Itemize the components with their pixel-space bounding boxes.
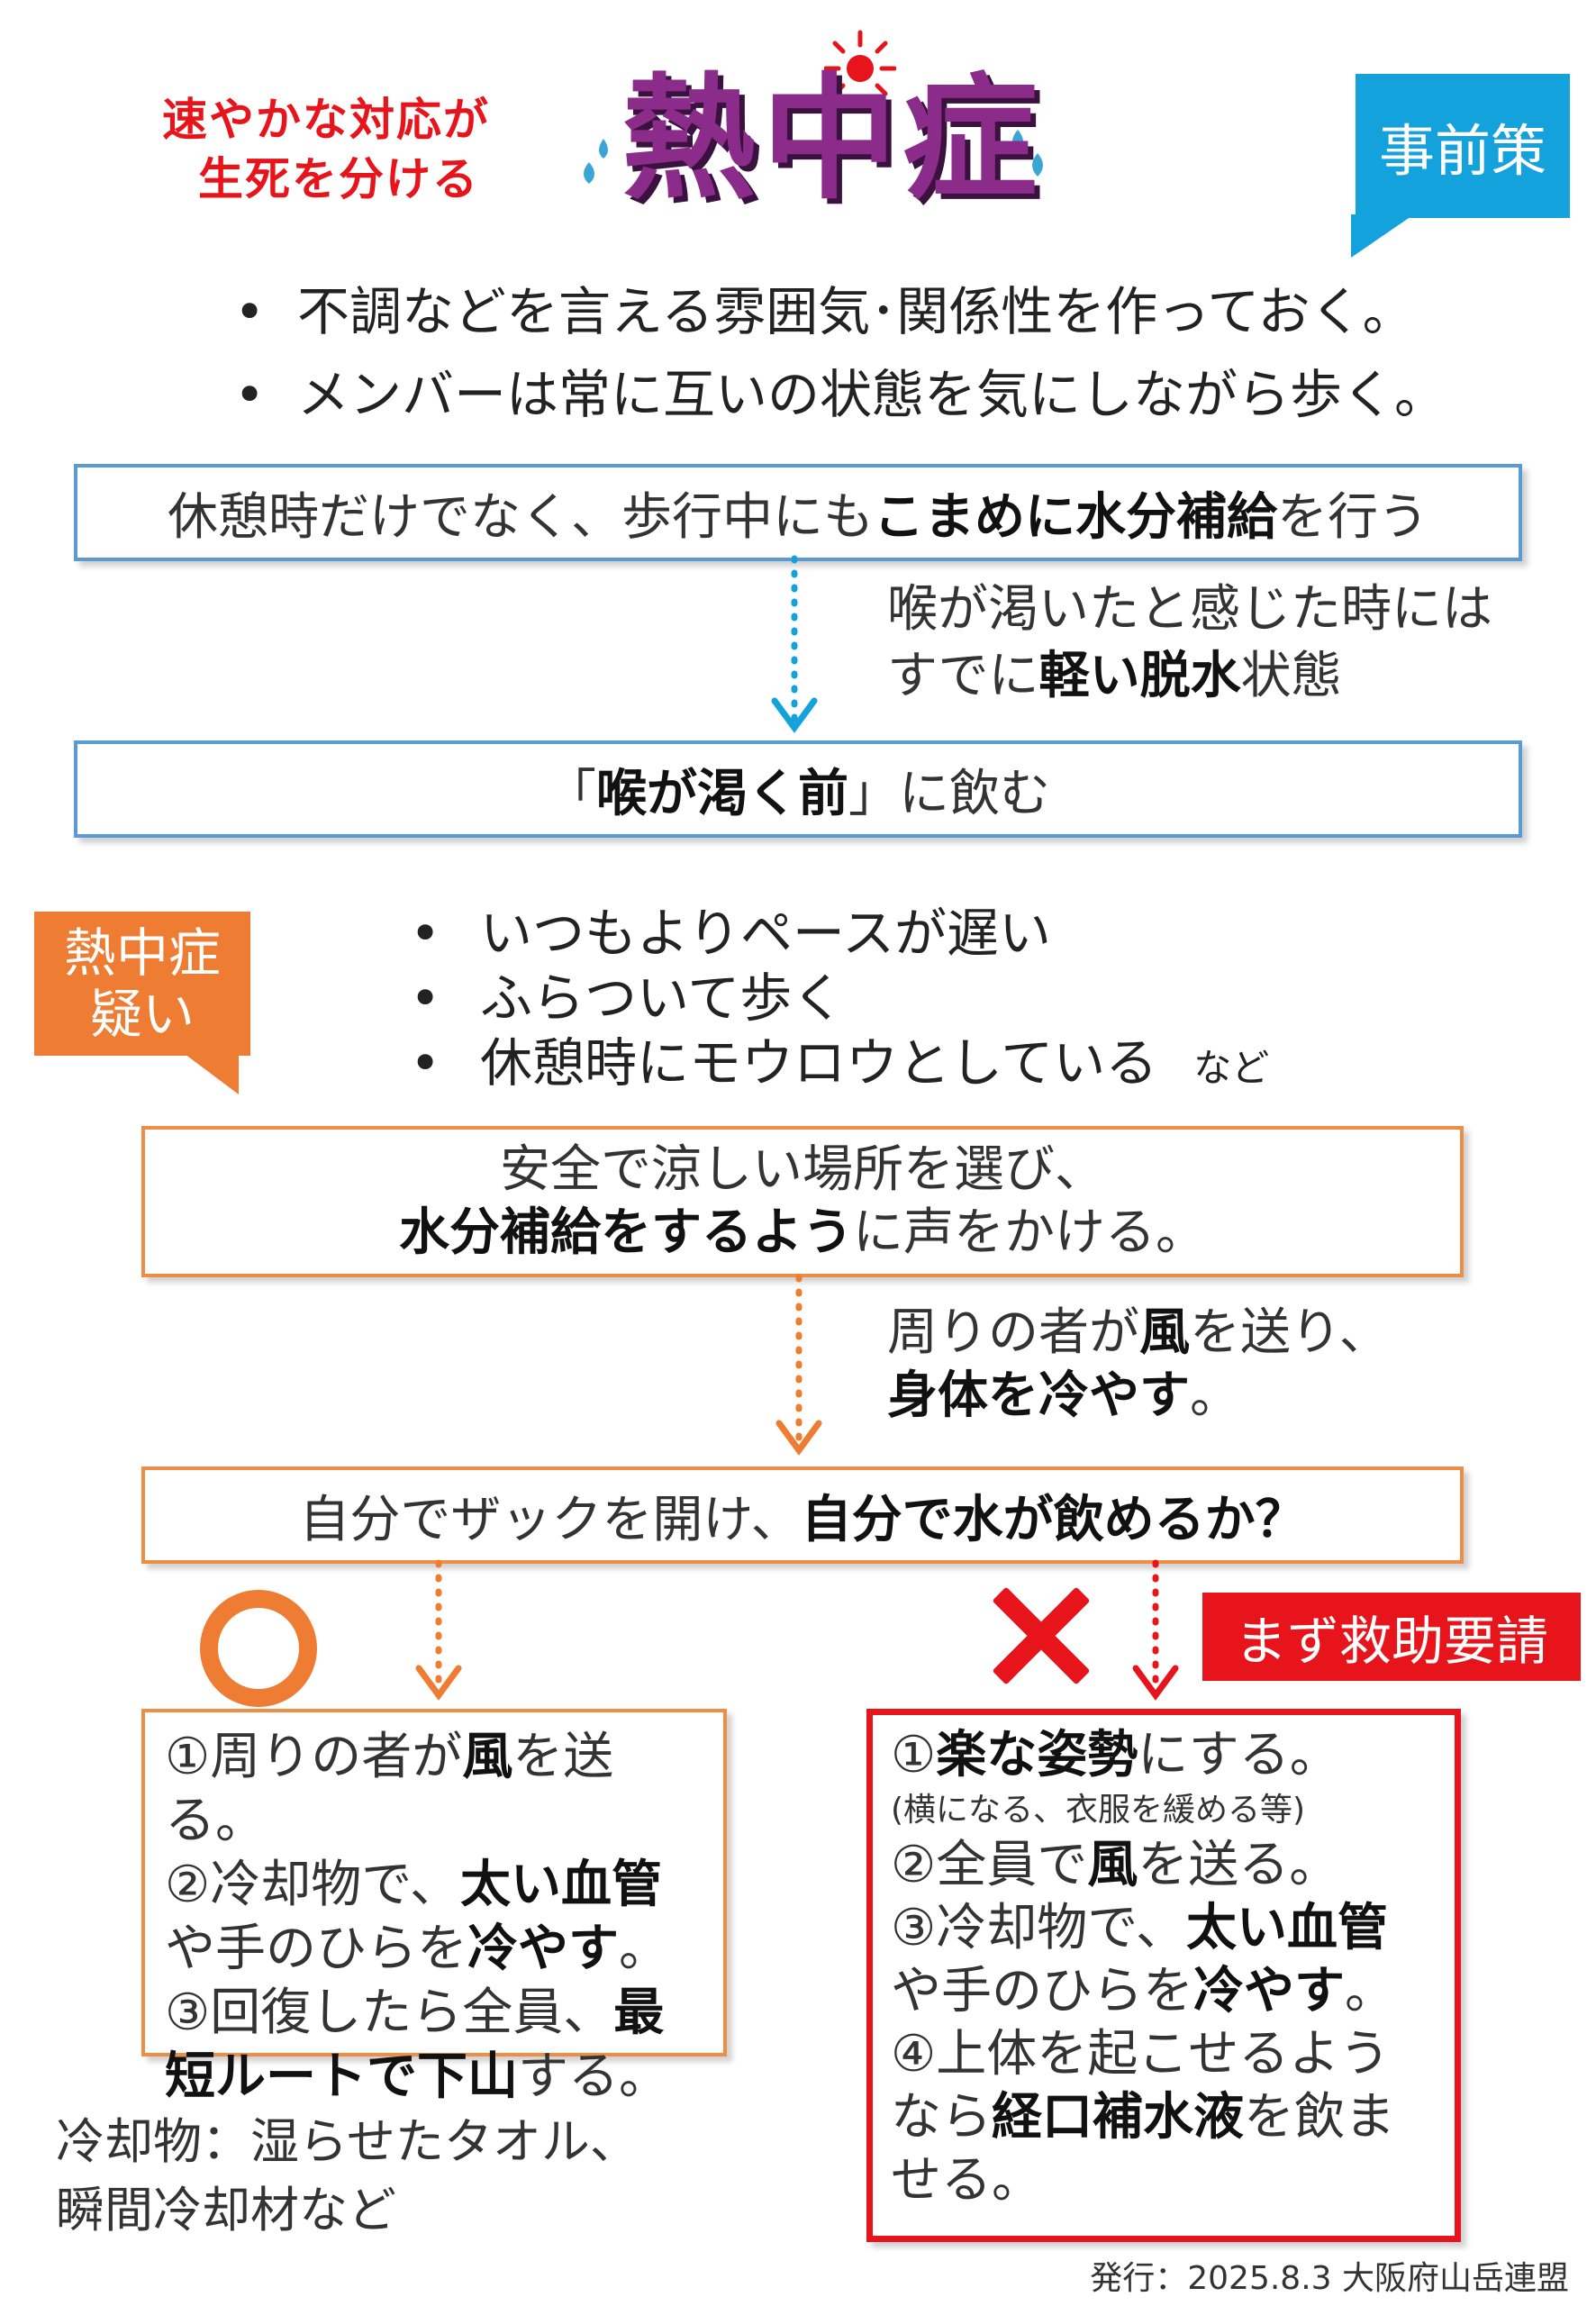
slogan: 速やかな対応が 生死を分ける	[162, 90, 522, 209]
issuer-credit: 発行：2025.8.3 大阪府山岳連盟	[1090, 2260, 1569, 2297]
arrow-blue-head	[771, 697, 818, 733]
hydration-text-bold: こまめに水分補給	[874, 487, 1277, 547]
cooling-note: 周りの者が風を送り、 身体を冷やす。	[887, 1303, 1390, 1425]
cooling-items-footnote: 冷却物：湿らせたタオル、 瞬間冷却材など	[56, 2113, 639, 2238]
drink-before-thirst-box: 「喉が渇く前」に飲む	[74, 740, 1522, 838]
prevention-bullet: メンバーは常に互いの状態を気にしながら歩く。	[234, 353, 1446, 436]
arrow-orange-2-head	[415, 1665, 462, 1701]
prevention-callout-tail	[1351, 214, 1414, 258]
no-step-note: (横になる、衣服を緩める等)	[891, 1792, 1306, 1829]
yes-branch-box: ①周りの者が風を送る。 ②冷却物で、太い血管や手のひらを冷やす。 ③回復したら全…	[141, 1709, 727, 2106]
drink-before-thirst-bold: 喉が渇く前	[596, 764, 848, 823]
self-drink-question-box: 自分でザックを開け、自分で水が飲めるか？	[141, 1466, 1464, 1564]
slogan-line-1: 速やかな対応が	[162, 94, 490, 146]
sun-icon	[824, 30, 896, 96]
no-step: ②全員で風を送る。	[891, 1836, 1340, 1894]
yes-step: ①周りの者が風を送る。	[165, 1728, 614, 1850]
yes-step: ③回復したら全員、最短ルートで下山する。	[165, 1984, 669, 2106]
symptom-item: ふらついて歩く	[410, 966, 1269, 1030]
no-step: ④上体を起こせるようなら経口補水液を飲ませる。	[891, 2025, 1395, 2210]
rescue-request-label: まず救助要請	[1202, 1593, 1581, 1681]
prevention-callout: 事前策	[1356, 74, 1570, 218]
page-title: 熱中症	[621, 61, 1044, 218]
hydration-text-post: を行う	[1277, 487, 1428, 547]
dehydration-note-line2: すでに軽い脱水状態	[887, 647, 1342, 705]
arrow-orange-1-head	[775, 1420, 822, 1456]
sweat-drops-icon	[1012, 130, 1043, 177]
hydration-box: 休憩時だけでなく、歩行中にもこまめに水分補給を行う	[74, 464, 1522, 561]
no-branch-box: ①楽な姿勢にする。 (横になる、衣服を緩める等) ②全員で風を送る。 ③冷却物で…	[866, 1709, 1461, 2242]
prevention-bullets: 不調などを言える雰囲気･関係性を作っておく。 メンバーは常に互いの状態を気にしな…	[234, 270, 1446, 436]
no-step: ①楽な姿勢にする。	[891, 1726, 1340, 1784]
yes-step: ②冷却物で、太い血管や手のひらを冷やす。	[165, 1856, 669, 1978]
hydration-text-pre: 休憩時だけでなく、歩行中にも	[168, 487, 874, 547]
no-step: ③冷却物で、太い血管や手のひらを冷やす。	[891, 1899, 1395, 2020]
suspected-callout: 熱中症 疑い	[34, 912, 250, 1056]
slogan-line-2: 生死を分ける	[198, 153, 479, 205]
sweat-drops-icon	[584, 139, 608, 184]
cool-place-box: 安全で涼しい場所を選び、 水分補給をするように声をかける。	[141, 1126, 1464, 1277]
arrow-red-head	[1132, 1665, 1179, 1701]
self-drink-question-bold: 自分で水が飲めるか？	[801, 1490, 1306, 1549]
prevention-bullet: 不調などを言える雰囲気･関係性を作っておく。	[234, 270, 1446, 353]
dehydration-note: 喉が渇いたと感じた時には すでに軽い脱水状態	[887, 576, 1492, 710]
symptom-item: いつもよりペースが遅い	[410, 901, 1269, 966]
suspected-callout-tail	[185, 1054, 239, 1094]
symptom-suffix: など	[1193, 1046, 1270, 1090]
dehydration-note-line1: 喉が渇いたと感じた時には	[887, 580, 1492, 639]
